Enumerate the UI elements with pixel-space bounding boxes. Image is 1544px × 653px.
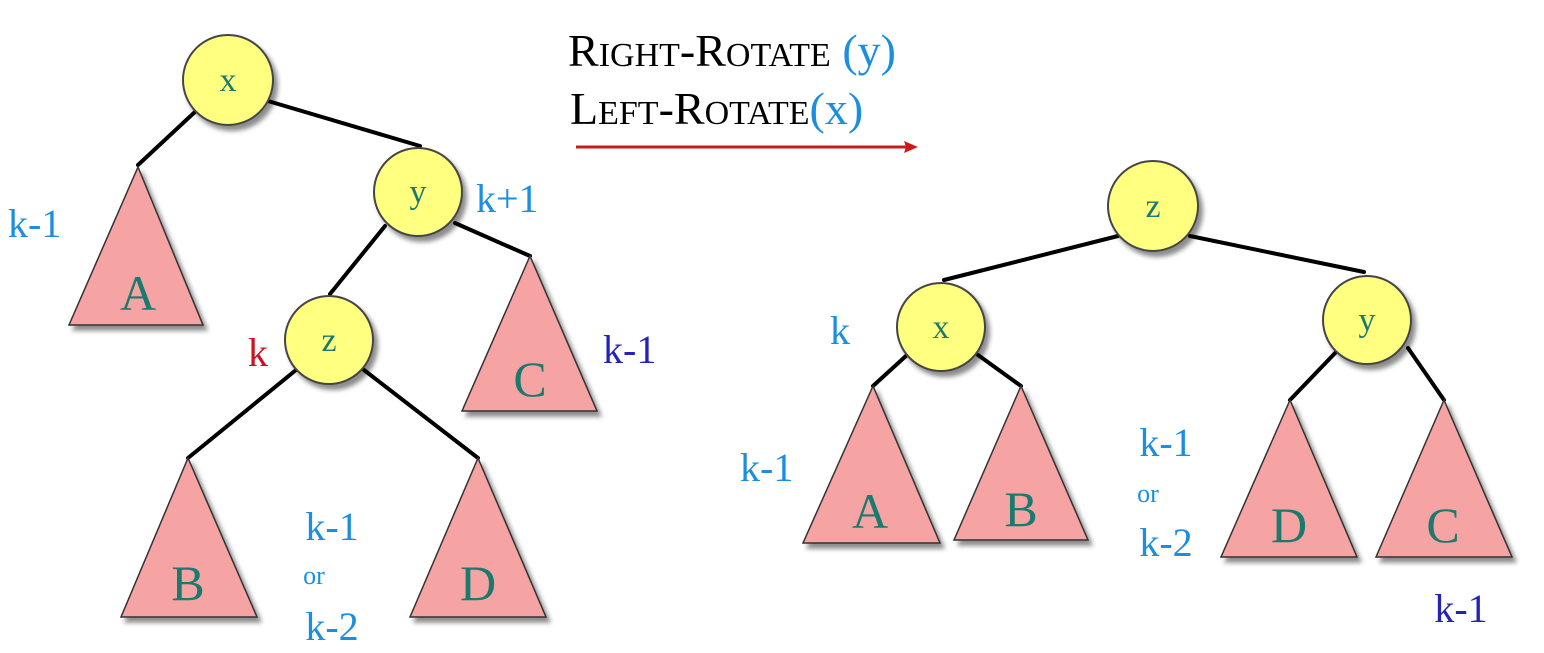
node-label-y: y [1359, 302, 1376, 339]
right-subtrees [801, 384, 1514, 558]
edge-z-y [1188, 234, 1366, 274]
node-label-z: z [321, 322, 336, 359]
edge-z-B [186, 368, 298, 460]
right-tree: A B D C z x y k k-1 k-1 or k-2 k-1 [740, 160, 1514, 631]
subtree-A [801, 384, 942, 544]
subtree-label-D: D [1271, 497, 1307, 553]
height-label-A: k-1 [740, 445, 793, 490]
edge-x-y [266, 99, 422, 148]
left-tree: A C B D x y z k-1 k+1 k k-1 k-1 or k-2 [8, 34, 656, 649]
subtree-label-C: C [1426, 497, 1459, 553]
height-label-BD-top: k-1 [1139, 420, 1192, 465]
edge-x-A [871, 353, 909, 388]
transform-arrow-head [904, 141, 918, 153]
title-line-right-rotate: RIGHT-ROTATE (y) [568, 25, 896, 76]
subtree-label-A: A [852, 483, 888, 539]
edge-x-A [136, 108, 199, 167]
height-label-C: k-1 [1434, 586, 1487, 631]
subtree-C [1374, 398, 1514, 558]
subtree-C [460, 254, 599, 412]
height-label-A: k-1 [8, 201, 61, 246]
operation-title: RIGHT-ROTATE (y) LEFT-ROTATE(x) [568, 25, 918, 153]
height-label-BD-bottom: k-2 [305, 604, 358, 649]
edge-y-C [453, 221, 532, 258]
node-label-y: y [410, 174, 427, 211]
node-z [1107, 160, 1199, 252]
subtree-A [67, 165, 205, 326]
node-z [284, 295, 374, 385]
height-label-BD-or: or [1137, 479, 1159, 508]
subtree-D [408, 456, 548, 618]
height-label-C: k-1 [603, 327, 656, 372]
node-label-x: x [933, 309, 950, 346]
height-label-BD-or: or [303, 561, 325, 590]
subtree-label-B: B [1004, 481, 1037, 537]
height-label-x: k [830, 308, 850, 353]
right-tree-edges [871, 234, 1446, 402]
left-tree-edges [136, 99, 532, 460]
right-nodes [896, 160, 1412, 372]
subtree-B [119, 456, 259, 618]
subtree-B [952, 384, 1090, 541]
edge-x-B [976, 353, 1023, 388]
left-subtrees [67, 165, 599, 618]
node-label-z: z [1145, 188, 1160, 225]
subtree-label-B: B [171, 555, 204, 611]
subtree-label-D: D [460, 555, 496, 611]
left-nodes [182, 34, 463, 385]
edge-z-D [362, 368, 480, 460]
edge-y-C [1406, 346, 1446, 402]
height-label-y: k+1 [476, 176, 539, 221]
height-label-z: k [248, 330, 268, 375]
height-label-BD-top: k-1 [305, 504, 358, 549]
title-line-left-rotate: LEFT-ROTATE(x) [570, 83, 863, 134]
node-label-x: x [220, 62, 237, 99]
node-y [1322, 275, 1412, 365]
subtree-label-C: C [513, 351, 546, 407]
height-label-BD-bottom: k-2 [1139, 520, 1192, 565]
node-y [373, 147, 463, 237]
node-x [182, 34, 274, 126]
subtree-D [1219, 398, 1359, 558]
edge-y-D [1288, 348, 1340, 402]
node-x [896, 282, 986, 372]
edge-z-x [942, 234, 1120, 282]
subtree-label-A: A [120, 265, 156, 321]
edge-y-z [328, 224, 387, 296]
